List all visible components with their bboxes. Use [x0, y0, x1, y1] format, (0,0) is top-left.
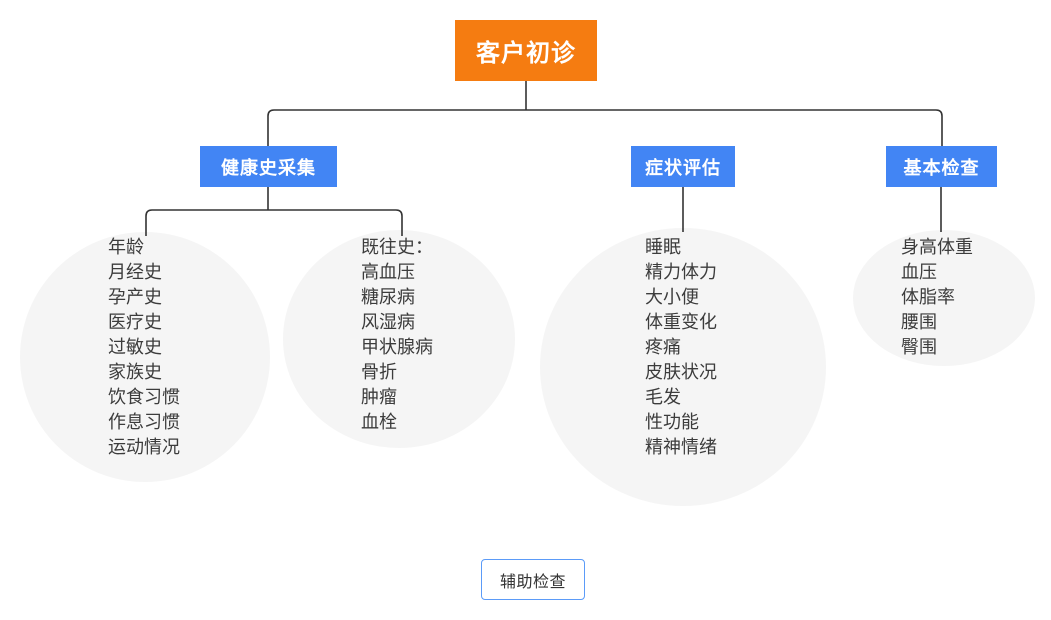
- leaf-item: 运动情况: [108, 437, 180, 457]
- leaf-item: 糖尿病: [361, 287, 415, 307]
- leaf-item: 月经史: [108, 262, 162, 282]
- leaf-item: 作息习惯: [108, 412, 180, 432]
- blob-health-history-basic: [20, 232, 270, 482]
- leaf-item: 家族史: [108, 362, 162, 382]
- blob-symptom-assessment: [540, 228, 826, 506]
- leaf-item: 体重变化: [645, 312, 717, 332]
- node-branch-symptom-assessment[interactable]: 症状评估: [631, 146, 735, 187]
- leaf-item: 孕产史: [108, 287, 162, 307]
- leaf-list-symptom-assessment: 睡眠 精力体力 大小便 体重变化 疼痛 皮肤状况 毛发 性功能 精神情绪: [645, 235, 717, 460]
- leaf-item: 身高体重: [901, 237, 973, 257]
- leaf-item: 疼痛: [645, 337, 681, 357]
- leaf-item: 睡眠: [645, 237, 681, 257]
- blob-health-history-past: [283, 230, 515, 448]
- leaf-item: 年龄: [108, 237, 144, 257]
- blob-basic-exam: [853, 230, 1035, 366]
- leaf-item: 体脂率: [901, 287, 955, 307]
- leaf-item: 精神情绪: [645, 437, 717, 457]
- node-branch-basic-exam[interactable]: 基本检查: [886, 146, 997, 187]
- leaf-item: 臀围: [901, 337, 937, 357]
- leaf-item: 腰围: [901, 312, 937, 332]
- leaf-item: 皮肤状况: [645, 362, 717, 382]
- node-branch-health-history[interactable]: 健康史采集: [200, 146, 337, 187]
- leaf-item: 饮食习惯: [108, 387, 180, 407]
- leaf-item: 肿瘤: [361, 387, 397, 407]
- leaf-item: 精力体力: [645, 262, 717, 282]
- leaf-item: 过敏史: [108, 337, 162, 357]
- leaf-list-health-history-past: 既往史： 高血压 糖尿病 风湿病 甲状腺病 骨折 肿瘤 血栓: [361, 235, 433, 435]
- leaf-item: 骨折: [361, 362, 397, 382]
- leaf-list-basic-exam: 身高体重 血压 体脂率 腰围 臀围: [901, 235, 973, 360]
- leaf-item: 医疗史: [108, 312, 162, 332]
- node-auxiliary-exam[interactable]: 辅助检查: [481, 559, 585, 600]
- leaf-item: 既往史：: [361, 237, 433, 257]
- leaf-item: 毛发: [645, 387, 681, 407]
- node-root-initial-consult[interactable]: 客户初诊: [455, 20, 597, 81]
- leaf-item: 甲状腺病: [361, 337, 433, 357]
- leaf-item: 大小便: [645, 287, 699, 307]
- leaf-list-health-history-basic: 年龄 月经史 孕产史 医疗史 过敏史 家族史 饮食习惯 作息习惯 运动情况: [108, 235, 180, 460]
- leaf-item: 高血压: [361, 262, 415, 282]
- leaf-item: 血栓: [361, 412, 397, 432]
- leaf-item: 性功能: [645, 412, 699, 432]
- leaf-item: 血压: [901, 262, 937, 282]
- leaf-item: 风湿病: [361, 312, 415, 332]
